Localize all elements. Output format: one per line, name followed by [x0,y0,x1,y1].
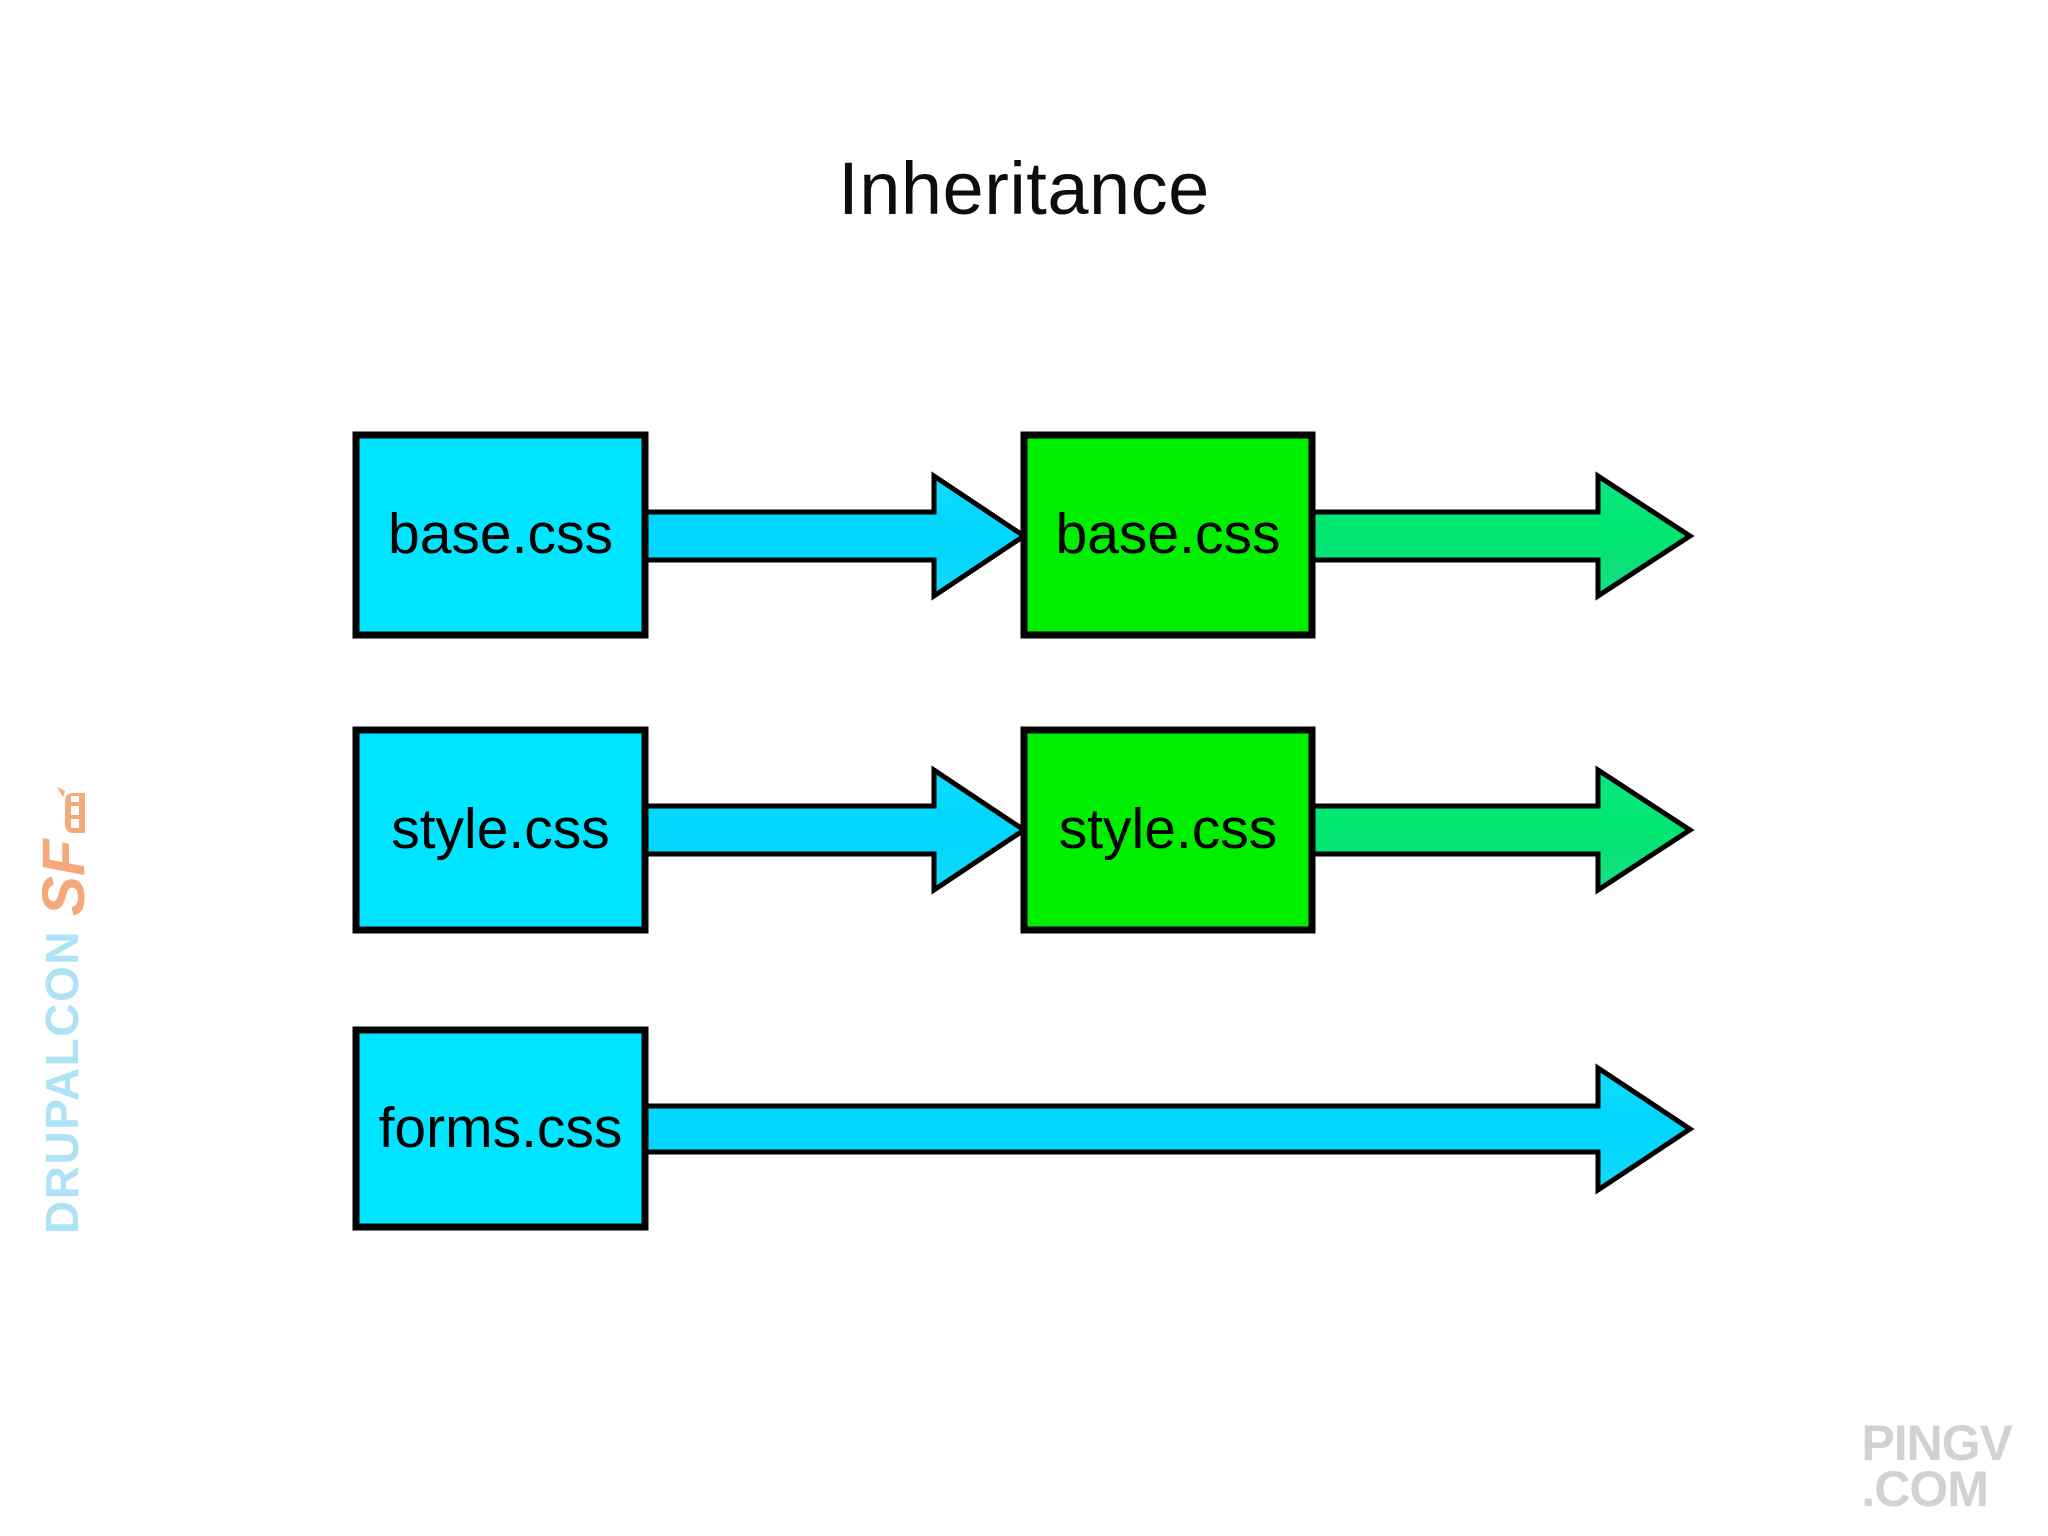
arrow-style-right-output [1309,765,1695,895]
box-label-base-css-target: base.css [1055,502,1281,566]
box-style-css-target [1020,726,1316,934]
drupalcon-wordmark: DRUPALCON [36,930,88,1234]
box-forms-css-source [352,1026,649,1231]
box-label-style-css-source: style.css [391,797,610,861]
arrow-base-right-output [1309,471,1695,601]
arrow-style-left-to-right [642,765,1029,895]
drupalcon-logo: DRUPALCON SF [30,787,97,1234]
drupalcon-city-label: SF [30,839,97,917]
golden-gate-bridge-icon [56,785,96,837]
pingv-logo: PINGV .COM [1861,1415,2013,1517]
arrow-forms-output [642,1063,1695,1195]
box-base-css-source [352,431,649,639]
pingv-wordmark: PINGV [1861,1415,2013,1471]
box-style-css-source [352,726,649,934]
box-base-css-target [1020,431,1316,639]
pingv-tld-label: .COM [1861,1461,1989,1517]
box-label-base-css-source: base.css [388,502,613,566]
box-label-forms-css-source: forms.css [378,1096,623,1160]
arrow-base-left-to-right [642,471,1029,601]
box-label-style-css-target: style.css [1058,797,1278,861]
page-title: Inheritance [838,147,1210,230]
